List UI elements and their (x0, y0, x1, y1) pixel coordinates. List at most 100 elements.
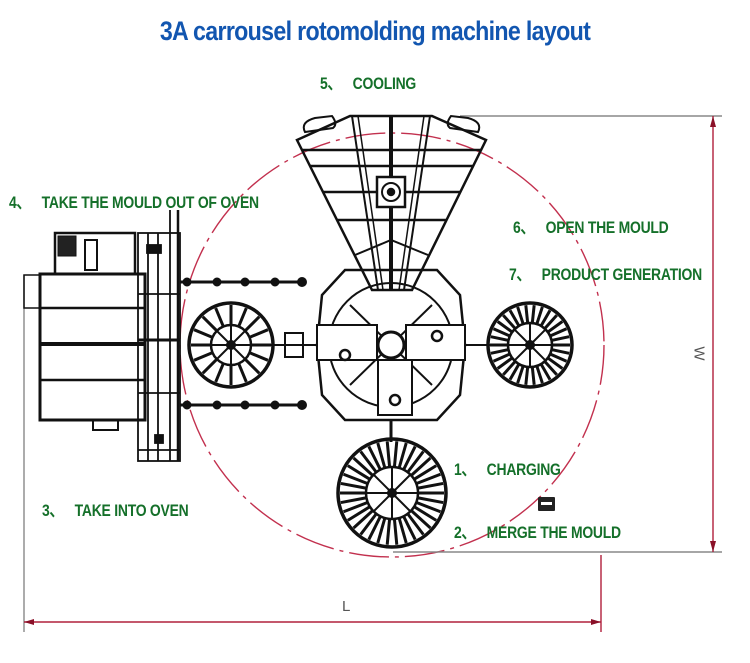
wheel-spoke (546, 320, 564, 334)
wheel-spoke (535, 306, 544, 325)
step-label: MERGE THE MOULD (486, 523, 621, 542)
control-box-icon (538, 497, 555, 511)
wheel-spoke (359, 512, 378, 536)
wheel-spoke (508, 363, 521, 381)
wheel-spoke (490, 348, 509, 355)
wheel-spoke (410, 456, 432, 477)
step-number: 4、 (9, 193, 31, 212)
wheel-spoke (406, 450, 425, 474)
wheel-spoke (402, 445, 417, 471)
wheel-spoke (539, 309, 552, 327)
wheel-spoke (248, 328, 269, 339)
wheel-spoke (214, 362, 225, 383)
dimension-lines (23, 115, 722, 632)
wheel-spoke (352, 456, 374, 477)
wheel-spoke (244, 315, 261, 332)
width-dimension-label: W (690, 346, 708, 361)
wheel-spoke (530, 305, 536, 324)
wheel-spoke (516, 306, 525, 325)
wheel-spoke (201, 358, 218, 375)
wheel-spoke (502, 314, 517, 330)
wheel-rim (187, 301, 275, 389)
wheel-spoke (530, 366, 536, 385)
wheel-spoke (248, 351, 269, 362)
wheel-spoke (524, 366, 530, 385)
wheel-spoke (415, 500, 442, 514)
wheel-spoke (549, 327, 568, 338)
wheel-spoke (549, 352, 568, 363)
wheel-hub (226, 340, 236, 350)
wheel-spoke (367, 445, 382, 471)
length-dimension-label: L (342, 598, 351, 615)
wheel-spoke (237, 362, 248, 383)
wheel-spoke (193, 328, 214, 339)
wheel-spoke (359, 450, 378, 474)
step-label: CHARGING (486, 460, 561, 479)
wheel-spoke (543, 360, 558, 376)
oven-door-frame (137, 210, 181, 462)
wheel-spoke (539, 363, 552, 381)
step-merge-mould: 2、 MERGE THE MOULD (454, 518, 621, 543)
wheel-spoke (415, 472, 442, 486)
wheel-spoke (543, 314, 558, 330)
wheel-rim (336, 437, 448, 549)
step-number: 5、 (320, 74, 342, 93)
step-number: 2、 (454, 523, 476, 542)
wheel-spoke (214, 307, 225, 328)
wheel-spoke (392, 441, 399, 468)
central-turret (270, 268, 495, 442)
step-product-generation: 7、 PRODUCT GENERATION (509, 260, 702, 285)
wheel-spoke (385, 518, 392, 545)
wheel-spoke (492, 327, 511, 338)
oven-arms (180, 277, 307, 410)
wheel-spoke (524, 305, 530, 324)
wheel-spoke (237, 307, 248, 328)
wheel-spoke (346, 464, 371, 481)
oven (23, 231, 147, 431)
wheel-spoke (392, 518, 399, 545)
wheel-spoke (406, 512, 425, 536)
wheel-spoke (193, 351, 214, 362)
wheel-spoke (340, 496, 367, 505)
step-label: TAKE THE MOULD OUT OF OVEN (41, 193, 259, 212)
mould-wheel-left (187, 301, 275, 389)
step-label: TAKE INTO OVEN (74, 501, 189, 520)
wheel-spoke (551, 348, 570, 355)
wheel-spoke (413, 464, 438, 481)
step-number: 6、 (513, 218, 535, 237)
step-label: PRODUCT GENERATION (541, 265, 703, 284)
mould-wheel-right (486, 301, 574, 389)
step-number: 3、 (42, 501, 64, 520)
wheel-spoke (346, 505, 371, 522)
mould-wheel-bottom (336, 437, 448, 549)
wheel-hub (525, 340, 535, 350)
wheel-spoke (385, 441, 392, 468)
step-number: 7、 (509, 265, 531, 284)
wheel-spoke (413, 505, 438, 522)
wheel-spoke (535, 365, 544, 384)
wheel-spoke (352, 509, 374, 530)
wheel-spoke (244, 358, 261, 375)
wheel-spoke (417, 496, 444, 505)
wheel-spoke (546, 356, 564, 370)
wheel-spoke (492, 352, 511, 363)
wheel-spoke (397, 442, 408, 469)
step-number: 1、 (454, 460, 476, 479)
wheel-hub (387, 488, 397, 498)
wheel-spoke (376, 442, 387, 469)
wheel-spoke (397, 517, 408, 544)
wheel-spoke (496, 320, 514, 334)
wheel-rim (486, 301, 574, 389)
wheel-spoke (490, 335, 509, 342)
step-label: OPEN THE MOULD (545, 218, 669, 237)
wheel-spoke (502, 360, 517, 376)
wheel-spoke (551, 335, 570, 342)
step-take-into-oven: 3、 TAKE INTO OVEN (42, 496, 189, 521)
step-take-out-of-oven: 4、 TAKE THE MOULD OUT OF OVEN (9, 188, 259, 213)
step-open-mould: 6、 OPEN THE MOULD (513, 213, 669, 238)
wheel-spoke (376, 517, 387, 544)
wheel-spoke (402, 515, 417, 541)
wheel-spoke (417, 481, 444, 490)
step-cooling: 5、COOLING (320, 69, 416, 94)
